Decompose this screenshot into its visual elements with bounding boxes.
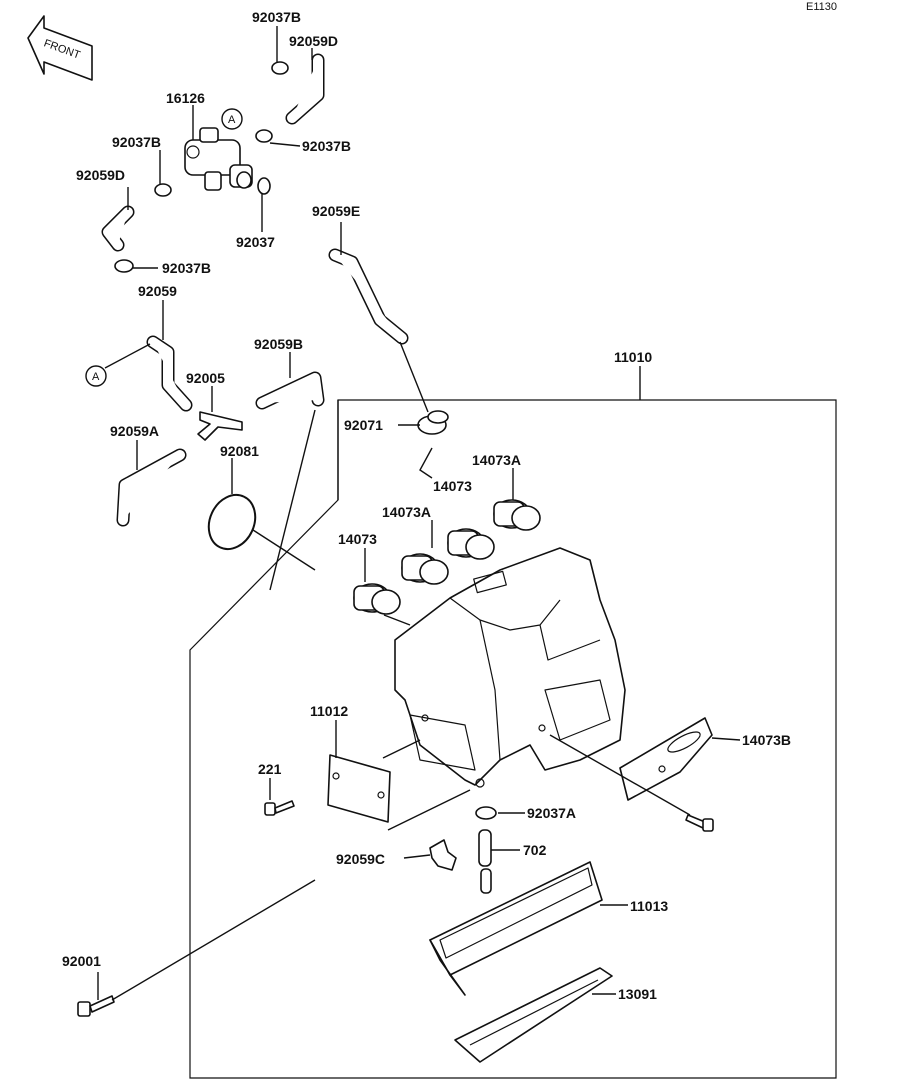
svg-text:A: A <box>228 114 236 126</box>
label-14073A-right: 14073A <box>472 452 521 468</box>
label-92059D-top: 92059D <box>289 33 338 49</box>
front-arrow-icon: FRONT <box>27 15 93 81</box>
elbow-fitting-92059C <box>429 839 457 871</box>
marker-a-lower: A <box>85 365 107 387</box>
side-cover-14073B <box>619 717 713 801</box>
label-14073B: 14073B <box>742 732 791 748</box>
label-92059B: 92059B <box>254 336 303 352</box>
marker-a-top: A <box>221 108 243 130</box>
air-valve-16126 <box>184 127 253 191</box>
label-11012: 11012 <box>310 703 348 719</box>
leader-lines <box>97 26 741 1001</box>
label-13091: 13091 <box>618 986 657 1002</box>
t-fitting-92005 <box>197 411 243 441</box>
intake-boots <box>353 499 541 615</box>
label-11013: 11013 <box>630 898 668 914</box>
svg-text:A: A <box>92 371 100 383</box>
label-14073A-left: 14073A <box>382 504 431 520</box>
label-92059E: 92059E <box>312 203 360 219</box>
label-16126: 16126 <box>166 90 205 106</box>
gasket-92081 <box>207 493 257 551</box>
label-92059D-left: 92059D <box>76 167 125 183</box>
label-92037A: 92037A <box>527 805 576 821</box>
air-box-11010 <box>394 547 626 788</box>
label-14073-left: 14073 <box>338 531 377 547</box>
label-92005: 92005 <box>186 370 225 386</box>
label-92059C: 92059C <box>336 851 385 867</box>
cover-plate-11012 <box>327 754 391 823</box>
label-11010: 11010 <box>614 349 652 365</box>
bolt-92001 <box>77 995 115 1017</box>
holder-13091 <box>454 967 613 1063</box>
label-92001: 92001 <box>62 953 101 969</box>
diagram-code: E1130 <box>806 1 837 13</box>
label-92037B-right: 92037B <box>302 138 351 154</box>
label-14073-right: 14073 <box>433 478 472 494</box>
bolt-221 <box>264 800 295 816</box>
label-92081: 92081 <box>220 443 259 459</box>
part-labels: 92037B 92059D 16126 92037B 92037B 92059D… <box>62 9 791 1002</box>
label-92037: 92037 <box>236 234 275 250</box>
label-92037B-left: 92037B <box>112 134 161 150</box>
label-92059A: 92059A <box>110 423 159 439</box>
label-92059: 92059 <box>138 283 177 299</box>
pipe-702 <box>478 829 492 894</box>
label-92037B-top: 92037B <box>252 9 301 25</box>
clamp-icons <box>114 61 497 820</box>
label-92037B-mid: 92037B <box>162 260 211 276</box>
grommet-92071 <box>417 410 449 435</box>
air-filter-11013 <box>429 861 603 996</box>
label-92071: 92071 <box>344 417 383 433</box>
label-702: 702 <box>523 842 547 858</box>
label-221: 221 <box>258 761 282 777</box>
bolt-right <box>685 814 714 832</box>
